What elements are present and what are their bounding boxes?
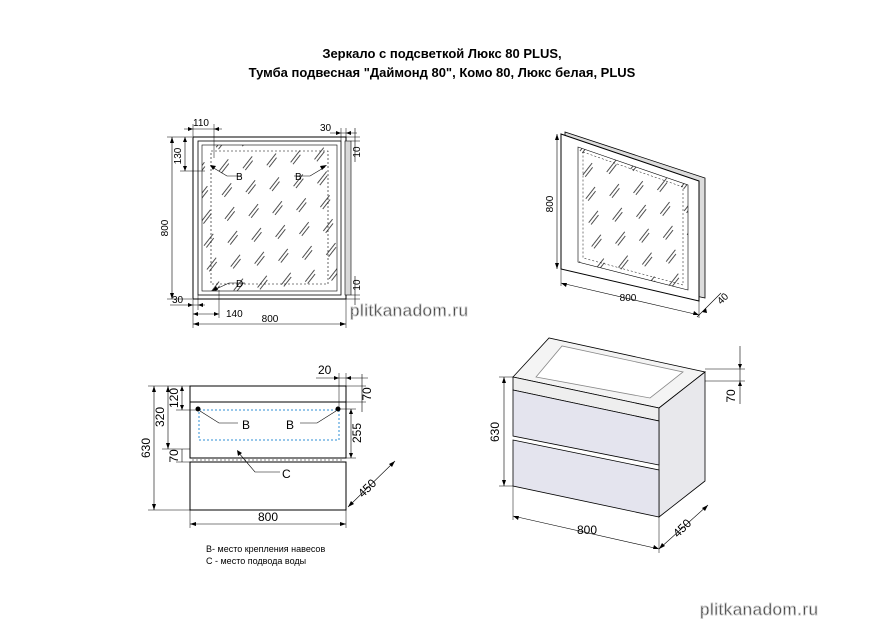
legend-b: B- место крепления навесов bbox=[206, 544, 325, 554]
dim-cabinet-width: 800 bbox=[258, 510, 278, 524]
mirror-front-view: B B D 800 130 110 30 10 bbox=[160, 118, 363, 328]
dim-cabinet-70-right: 70 bbox=[360, 387, 374, 401]
cabinet-iso-upper-drawer bbox=[512, 389, 660, 466]
hanger-pointer-b-right bbox=[294, 166, 326, 177]
mirror-label-b-right: B bbox=[295, 172, 302, 183]
cabinet-label-b-right: B bbox=[286, 418, 294, 432]
cabinet-label-c: C bbox=[282, 467, 291, 481]
cabinet-label-b-left: B bbox=[242, 418, 250, 432]
dim-mirror-30-top: 30 bbox=[320, 123, 332, 134]
dim-cabinet-20: 20 bbox=[318, 363, 332, 377]
mirror-iso-glass bbox=[577, 146, 689, 291]
cabinet-mount-zone bbox=[198, 409, 340, 441]
dim-line-mirror-iso-depth bbox=[696, 292, 722, 318]
dim-line-mirror-iso-width bbox=[560, 282, 700, 316]
hanger-point-left bbox=[195, 406, 201, 412]
dim-mirror-width: 800 bbox=[262, 314, 279, 325]
mirror-side-rail bbox=[344, 140, 352, 296]
cabinet-upper-drawer bbox=[189, 401, 347, 459]
dim-mirror-110: 110 bbox=[193, 118, 209, 129]
mirror-glass bbox=[201, 144, 338, 292]
mirror-label-b-left: B bbox=[236, 172, 243, 183]
title-line-2: Тумба подвесная "Даймонд 80", Комо 80, Л… bbox=[249, 65, 636, 80]
watermark-center: plitkanadom.ru bbox=[350, 301, 469, 320]
dim-cabinet-120: 120 bbox=[167, 388, 181, 408]
hanger-pointer-b-left bbox=[211, 166, 242, 177]
dim-cabinet-iso-width: 800 bbox=[577, 523, 597, 537]
dim-cabinet-255: 255 bbox=[350, 423, 364, 443]
cabinet-pointer-c bbox=[237, 451, 280, 473]
dim-cabinet-iso-depth: 450 bbox=[670, 516, 694, 540]
dim-mirror-height: 800 bbox=[160, 219, 171, 236]
cabinet-iso-basin bbox=[535, 345, 684, 399]
light-pointer-d bbox=[213, 282, 245, 291]
dim-mirror-10-bottom: 10 bbox=[352, 279, 363, 291]
dim-line-cabinet-iso-width bbox=[512, 515, 660, 550]
dim-mirror-140: 140 bbox=[226, 309, 243, 320]
dim-cabinet-630: 630 bbox=[139, 438, 153, 458]
dim-line-cabinet-depth bbox=[347, 460, 396, 508]
dim-cabinet-iso-70: 70 bbox=[724, 389, 738, 403]
cabinet-pointer-b-left bbox=[199, 410, 238, 424]
dim-mirror-10-top: 10 bbox=[352, 146, 363, 158]
dim-cabinet-70-left: 70 bbox=[167, 449, 181, 463]
dim-cabinet-320: 320 bbox=[153, 407, 167, 427]
cabinet-lower-drawer bbox=[189, 461, 347, 511]
mirror-iso-view: 800 800 40 bbox=[545, 131, 731, 318]
dim-mirror-iso-height: 800 bbox=[545, 195, 556, 212]
dim-mirror-130: 130 bbox=[173, 147, 184, 164]
cabinet-pointer-b-right bbox=[300, 410, 337, 424]
dim-line-cabinet-iso-depth bbox=[658, 504, 709, 550]
legend-c: C - место подвода воды bbox=[206, 556, 306, 566]
dim-mirror-iso-width: 800 bbox=[620, 293, 637, 304]
mirror-label-d: D bbox=[236, 279, 243, 290]
dim-mirror-30-bottom: 30 bbox=[172, 295, 184, 306]
watermark-bottom-right: plitkanadom.ru bbox=[700, 600, 819, 619]
dim-cabinet-iso-height: 630 bbox=[488, 422, 502, 442]
cabinet-iso-view: 630 70 800 450 bbox=[488, 337, 745, 553]
title-line-1: Зеркало с подсветкой Люкс 80 PLUS, bbox=[322, 46, 561, 61]
mirror-light-strip bbox=[210, 150, 329, 285]
dim-mirror-iso-depth: 40 bbox=[715, 291, 731, 307]
cabinet-front-view: B B C 630 320 120 70 20 bbox=[139, 363, 396, 528]
cabinet-top-slab bbox=[189, 385, 347, 403]
